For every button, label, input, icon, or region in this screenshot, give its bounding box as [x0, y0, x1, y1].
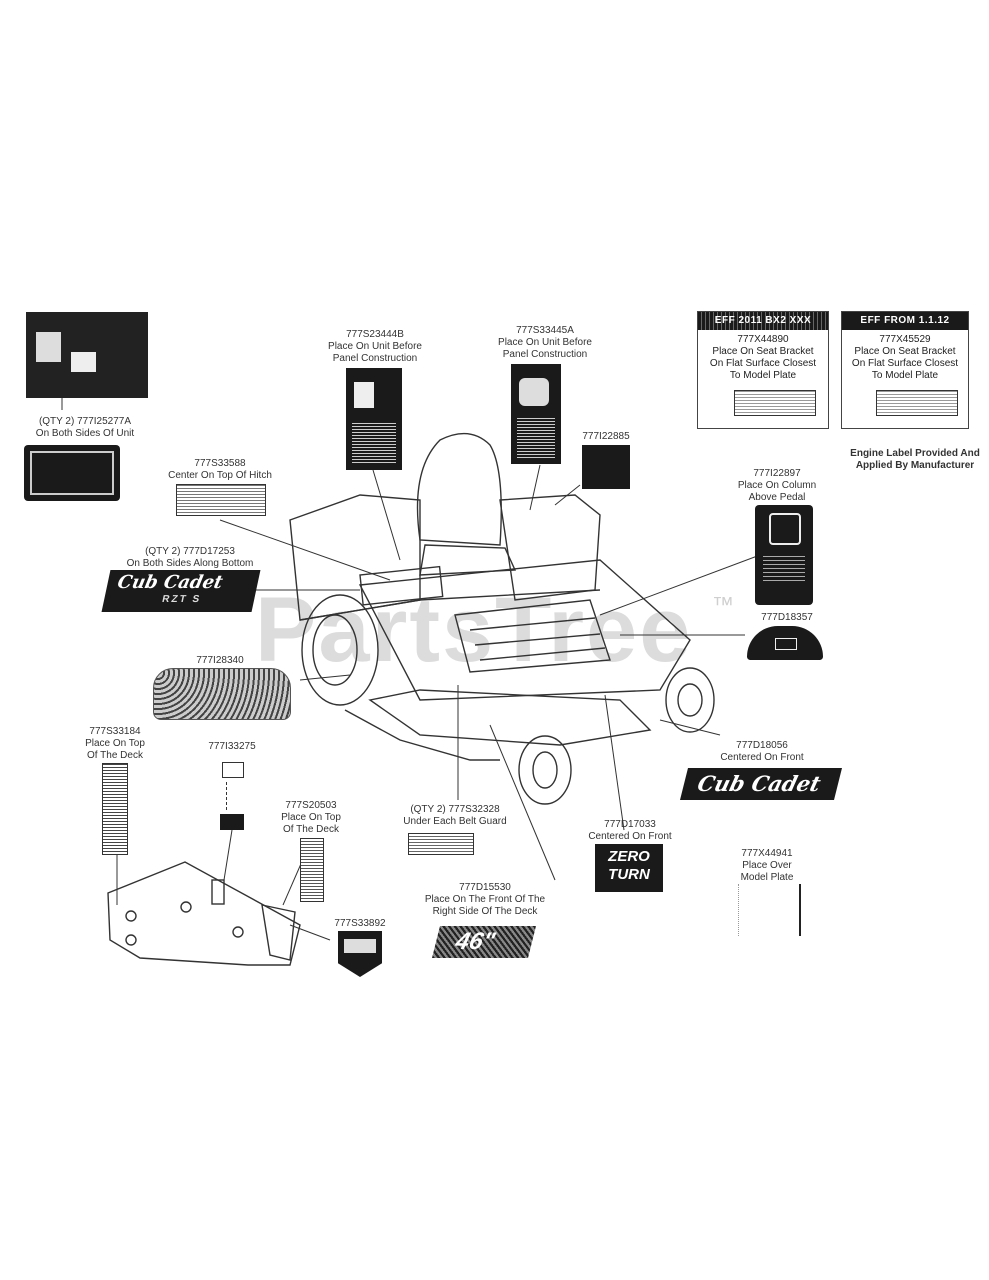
callout-17: 777S33892	[328, 918, 392, 930]
eff-box-left-plate	[734, 390, 816, 416]
engine-note-line-2: Applied By Manufacturer	[855, 460, 975, 471]
eff-box-right-header: EFF FROM 1.1.12	[842, 312, 968, 330]
callout-7: 777I22897 Place On Column Above Pedal	[722, 468, 832, 504]
callout-2-note-2: Panel Construction	[332, 353, 418, 364]
callout-13-note: Under Each Belt Guard	[403, 816, 507, 827]
callout-6-part: (QTY 2) 777D17253	[145, 546, 235, 557]
callout-1: (QTY 2) 777I25277A On Both Sides Of Unit	[10, 416, 160, 440]
callout-4: 777I22885	[576, 431, 636, 443]
decal-deck-size-text: 46"	[452, 928, 498, 955]
decal-series-text: RZT S	[161, 594, 203, 605]
watermark-tm: ™	[712, 592, 734, 617]
eff-box-right-plate	[876, 390, 958, 416]
eff-box-left-note-1: Place On Seat Bracket	[712, 346, 814, 357]
callout-15-part: 777D18056	[736, 740, 788, 751]
callout-12: 777S20503 Place On Top Of The Deck	[266, 800, 356, 836]
callout-8-part: 777D18357	[761, 612, 813, 623]
decal-square	[582, 445, 630, 489]
callout-16-note-2: Right Side Of The Deck	[432, 906, 538, 917]
callout-18-note-2: Model Plate	[740, 872, 794, 883]
callout-14: 777D17033 Centered On Front	[580, 819, 680, 843]
callout-3-note-2: Panel Construction	[502, 349, 588, 360]
callout-5-part: 777S33588	[194, 458, 246, 469]
decal-zero-turn: ZERO TURN	[595, 844, 663, 892]
callout-15: 777D18056 Centered On Front	[712, 740, 812, 764]
callout-12-note-1: Place On Top	[281, 812, 341, 823]
engine-note-line-1: Engine Label Provided And	[850, 448, 980, 459]
callout-16: 777D15530 Place On The Front Of The Righ…	[400, 882, 570, 918]
callout-10-note-2: Of The Deck	[87, 750, 143, 761]
decal-warning-panel-right	[511, 364, 561, 464]
engine-note: Engine Label Provided And Applied By Man…	[840, 448, 989, 472]
callout-10-part: 777S33184	[89, 726, 141, 737]
callout-12-part: 777S20503	[285, 800, 337, 811]
decal-dome	[747, 626, 823, 660]
callout-18: 777X44941 Place Over Model Plate	[722, 848, 812, 884]
decal-warning-panel-left	[346, 368, 402, 470]
callout-16-note-1: Place On The Front Of The	[424, 894, 546, 905]
eff-box-right: EFF FROM 1.1.12 777X45529 Place On Seat …	[841, 311, 969, 429]
callout-11: 777I33275	[200, 741, 264, 753]
eff-box-right-note-2: On Flat Surface Closest	[851, 358, 959, 369]
eff-box-right-note-3: To Model Plate	[871, 370, 939, 381]
callout-1-part: (QTY 2) 777I25277A	[38, 416, 132, 427]
callout-18-part: 777X44941	[741, 848, 793, 859]
decal-deck-size: 46"	[432, 926, 536, 958]
callout-9-part: 777I28340	[196, 655, 244, 666]
callout-14-part: 777D17033	[604, 819, 656, 830]
callout-16-part: 777D15530	[459, 882, 511, 893]
decal-brand-front: Cub Cadet	[680, 768, 842, 800]
decal-deck-top-warning	[102, 763, 128, 855]
decal-belt-guard	[408, 833, 474, 855]
decal-zero-turn-line-2: TURN	[608, 866, 650, 883]
eff-box-left-note-3: To Model Plate	[729, 370, 797, 381]
callout-3: 777S33445A Place On Unit Before Panel Co…	[470, 325, 620, 361]
decal-tread-pattern	[153, 668, 291, 720]
eff-box-right-part: 777X45529	[879, 334, 931, 345]
callout-2-note-1: Place On Unit Before	[328, 341, 422, 352]
callout-10-note-1: Place On Top	[85, 738, 145, 749]
callout-2: 777S23444B Place On Unit Before Panel Co…	[300, 329, 450, 365]
callout-6-note: On Both Sides Along Bottom	[126, 558, 254, 569]
callout-10: 777S33184 Place On Top Of The Deck	[70, 726, 160, 762]
callout-12-note-2: Of The Deck	[283, 824, 339, 835]
callout-14-note: Centered On Front	[588, 831, 672, 842]
callout-13: (QTY 2) 777S32328 Under Each Belt Guard	[380, 804, 530, 828]
decal-brand-front-text: Cub Cadet	[695, 771, 824, 796]
callout-2-part: 777S23444B	[346, 329, 404, 340]
callout-18-note-1: Place Over	[742, 860, 792, 871]
decal-side-panel	[24, 445, 120, 501]
eff-box-right-note-1: Place On Seat Bracket	[854, 346, 956, 357]
decal-hitch	[176, 484, 266, 516]
callout-7-part: 777I22897	[753, 468, 801, 479]
callout-13-part: (QTY 2) 777S32328	[410, 804, 500, 815]
decal-pedal-column	[755, 505, 813, 605]
decal-brand-side-text: Cub Cadet	[115, 572, 225, 593]
callout-3-part: 777S33445A	[516, 325, 574, 336]
callout-3-note-1: Place On Unit Before	[498, 337, 592, 348]
callout-7-note-2: Above Pedal	[748, 492, 806, 503]
callout-4-part: 777I22885	[582, 431, 630, 442]
eff-box-left-note-2: On Flat Surface Closest	[709, 358, 817, 369]
decal-small-icons	[218, 758, 246, 830]
callout-5-note: Center On Top Of Hitch	[168, 470, 272, 481]
eff-box-left: EFF 2011 BX2 XXX 777X44890 Place On Seat…	[697, 311, 829, 429]
callout-6: (QTY 2) 777D17253 On Both Sides Along Bo…	[100, 546, 280, 570]
callout-5: 777S33588 Center On Top Of Hitch	[150, 458, 290, 482]
eff-box-left-part: 777X44890	[737, 334, 789, 345]
decal-brand-side: Cub Cadet RZT S	[101, 570, 261, 612]
callout-7-note-1: Place On Column	[737, 480, 817, 491]
callout-15-note: Centered On Front	[720, 752, 804, 763]
decal-model-plate-cover	[738, 884, 801, 936]
eff-box-left-header: EFF 2011 BX2 XXX	[698, 312, 828, 330]
callout-17-part: 777S33892	[334, 918, 386, 929]
callout-1-note: On Both Sides Of Unit	[35, 428, 135, 439]
photo-decal-location	[26, 312, 148, 398]
callout-8: 777D18357	[752, 612, 822, 624]
callout-9: 777I28340	[180, 655, 260, 667]
callout-11-part: 777I33275	[208, 741, 256, 752]
decal-deck-side-warning	[300, 838, 324, 902]
decal-zero-turn-line-1: ZERO	[608, 848, 650, 865]
